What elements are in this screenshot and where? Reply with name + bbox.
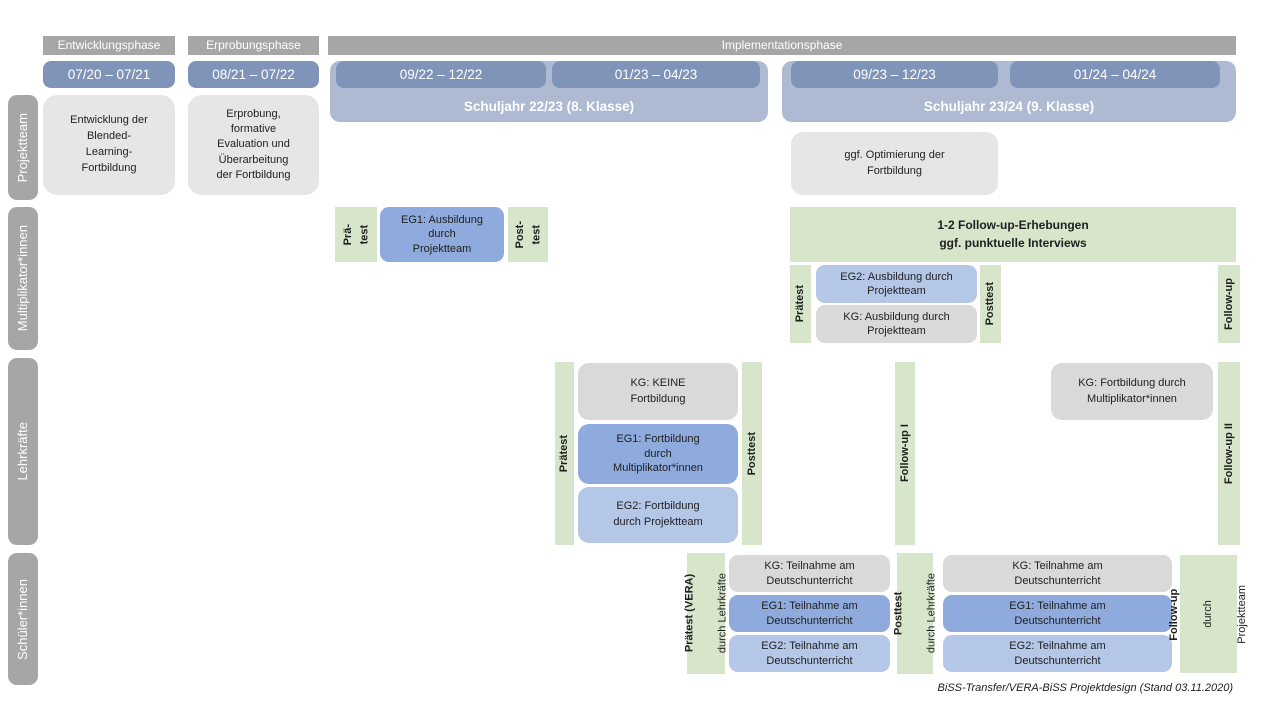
phase-header-implementationsphase: Implementationsphase [328,36,1236,55]
schuljahr-22-23-label: Schuljahr 22/23 (8. Klasse) [463,99,635,114]
row-label-multiplikatoren: Multiplikator*innen [8,207,38,350]
date-bar-0123-0423: 01/23 – 04/23 [552,61,760,88]
box-erprobung-evaluation: Erprobung, formative Evaluation und Über… [188,95,319,195]
bar-lehrkraefte-followup-2: Follow-up II [1218,362,1240,545]
bar-multiplikator-posttest-text: Post- test [513,220,543,249]
row-label-schueler: Schüler*innen [8,553,38,685]
bar-schueler-followup-line2: durch [1201,600,1214,628]
bar-schueler-followup-line3: Projektteam [1236,584,1249,644]
row-label-multiplikatoren-text: Multiplikator*innen [15,225,31,332]
bar-lehrkraefte-followup-1-text: Follow-up I [898,424,911,483]
bar-schueler-posttest-line1: Posttest [892,591,905,636]
box-kg-fortbildung-multiplikatoren: KG: Fortbildung durch Multiplikator*inne… [1051,363,1213,420]
box-kg-teilnahme-2: KG: Teilnahme am Deutschunterricht [943,555,1172,592]
box-optimierung-fortbildung: ggf. Optimierung der Fortbildung [791,132,998,195]
bar-schueler-praetest-vera: Prätest (VERA) durch Lehrkräfte [683,553,728,674]
box-eg1-ausbildung-projektteam: EG1: Ausbildung durch Projektteam [380,207,504,262]
date-bar-0720-0721: 07/20 – 07/21 [43,61,175,88]
bar-multiplikator-posttest-2: Posttest [980,265,1001,343]
bar-multiplikator-followup: Follow-up [1218,265,1240,343]
bar-multiplikator-posttest: Post- test [508,207,548,262]
box-eg1-fortbildung-multiplikatoren: EG1: Fortbildung durch Multiplikator*inn… [578,424,738,484]
phase-header-erprobungsphase: Erprobungsphase [188,36,319,55]
box-kg-teilnahme-1: KG: Teilnahme am Deutschunterricht [729,555,890,592]
box-eg1-teilnahme-1: EG1: Teilnahme am Deutschunterricht [729,595,890,632]
bar-multiplikator-praetest-text: Prä- test [341,223,371,246]
box-followup-erhebungen: 1-2 Follow-up-Erhebungen ggf. punktuelle… [790,207,1236,262]
box-eg1-teilnahme-2: EG1: Teilnahme am Deutschunterricht [943,595,1172,632]
bar-lehrkraefte-praetest: Prätest [555,362,574,545]
box-entwicklung-blended-learning: Entwicklung der Blended- Learning- Fortb… [43,95,175,195]
bar-lehrkraefte-followup-2-text: Follow-up II [1222,422,1235,485]
bar-schueler-praetest-vera-line1: Prätest (VERA) [683,574,696,653]
row-label-schueler-text: Schüler*innen [15,578,31,660]
box-eg2-teilnahme-2: EG2: Teilnahme am Deutschunterricht [943,635,1172,672]
bar-multiplikator-praetest-2: Prätest [790,265,811,343]
bar-schueler-posttest-line2: durch Lehrkräfte [925,573,938,654]
bar-lehrkraefte-posttest: Posttest [742,362,762,545]
schuljahr-23-24-label: Schuljahr 23/24 (9. Klasse) [923,99,1095,114]
date-bar-0922-1222: 09/22 – 12/22 [336,61,546,88]
row-label-lehrkraefte-text: Lehrkräfte [15,422,31,481]
row-label-projektteam: Projektteam [8,95,38,200]
bar-multiplikator-praetest: Prä- test [335,207,377,262]
box-eg2-fortbildung-projektteam: EG2: Fortbildung durch Projektteam [578,487,738,543]
row-label-lehrkraefte: Lehrkräfte [8,358,38,545]
bar-schueler-posttest: Posttest durch Lehrkräfte [892,553,937,674]
bar-multiplikator-praetest-2-text: Prätest [794,285,807,323]
bar-schueler-followup-projektteam: Follow-up durch Projektteam [1168,555,1248,673]
box-kg-keine-fortbildung: KG: KEINE Fortbildung [578,363,738,420]
box-eg2-ausbildung-projektteam: EG2: Ausbildung durch Projektteam [816,265,977,303]
row-label-projektteam-text: Projektteam [15,112,31,183]
date-bar-0124-0424: 01/24 – 04/24 [1010,61,1220,88]
footer-note: BiSS-Transfer/VERA-BiSS Projektdesign (S… [937,682,1233,694]
bar-multiplikator-posttest-2-text: Posttest [984,282,997,326]
date-bar-0821-0722: 08/21 – 07/22 [188,61,319,88]
box-eg2-teilnahme-1: EG2: Teilnahme am Deutschunterricht [729,635,890,672]
bar-lehrkraefte-posttest-text: Posttest [745,431,758,476]
bar-lehrkraefte-followup-1: Follow-up I [895,362,915,545]
phase-header-entwicklungsphase: Entwicklungsphase [43,36,175,55]
bar-lehrkraefte-praetest-text: Prätest [558,434,571,473]
date-bar-0923-1223: 09/23 – 12/23 [791,61,998,88]
box-kg-ausbildung-projektteam: KG: Ausbildung durch Projektteam [816,305,977,343]
bar-multiplikator-followup-text: Follow-up [1222,278,1235,330]
bar-schueler-followup-line1: Follow-up [1167,588,1180,640]
